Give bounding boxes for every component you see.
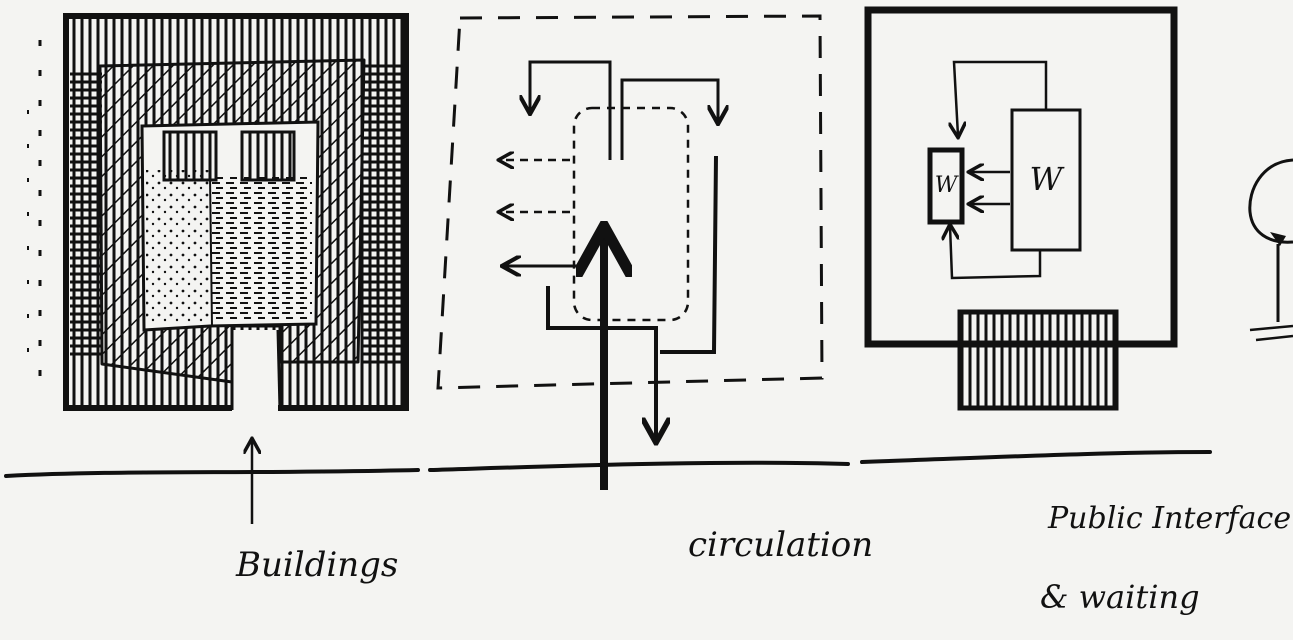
circulation-path-right (620, 78, 718, 160)
label-buildings: Buildings (235, 545, 398, 585)
label-waiting: & waiting (1040, 578, 1200, 616)
public-interface-block (957, 309, 1119, 411)
label-public-interface: Public Interface (1047, 501, 1291, 536)
building-side-band-left (70, 70, 102, 360)
court-dashed-zone (212, 176, 312, 322)
tree-figure-partial (1248, 158, 1293, 342)
court-divider (209, 175, 213, 327)
waiting-room-large (1010, 108, 1082, 252)
label-circulation: circulation (688, 525, 873, 565)
building-side-band-right (362, 64, 402, 364)
building-entrance-gap (232, 330, 278, 412)
circulation-path-left (530, 60, 612, 160)
circulation-inner-loop (572, 106, 690, 322)
waiting-mark-large: W (1030, 160, 1066, 198)
waiting-room-small (927, 147, 965, 225)
circulation-exit-path (546, 286, 656, 440)
court-block-left (162, 130, 218, 182)
circulation-boundary-dashed (436, 14, 824, 390)
court-block-right (240, 130, 296, 182)
court-dotted-zone (146, 170, 210, 322)
street-line (4, 450, 1212, 478)
circulation-return-path (660, 155, 718, 354)
buildings-diagram (27, 13, 409, 412)
waiting-loop-lower (950, 226, 1042, 280)
waiting-loop (954, 60, 1048, 136)
circulation-diagram (436, 14, 824, 490)
public-interface-diagram: W W (864, 6, 1178, 411)
waiting-mark-small: W (935, 173, 960, 198)
entrance-jamb-right (276, 329, 282, 411)
